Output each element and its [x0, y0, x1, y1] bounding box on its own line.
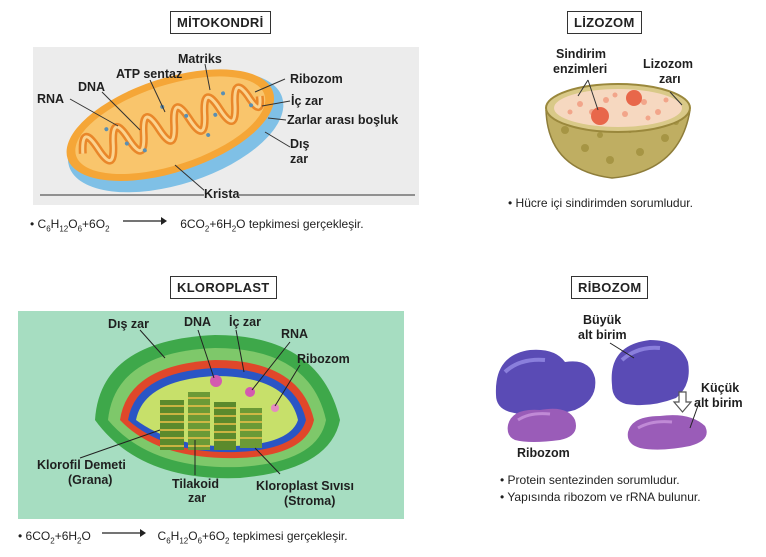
label-sindirim-1: Sindirim	[556, 47, 607, 61]
label-kloro-dis-zar: Dış zar	[108, 317, 149, 331]
label-krista: Krista	[204, 187, 240, 201]
mitochondria-title: MİTOKONDRİ	[170, 11, 271, 34]
ribosome-title-text: RİBOZOM	[578, 280, 642, 295]
mitochondria-equation: • C6H12O6+6O2 6CO2+6H2O tepkimesi gerçek…	[30, 217, 364, 233]
lysosome-title: LİZOZOM	[567, 11, 642, 34]
label-kloro-rna: RNA	[281, 327, 309, 341]
label-ribozom-assembled: Ribozom	[517, 446, 570, 460]
label-kloroplast-sivisi: Kloroplast Sıvısı	[256, 479, 354, 493]
chloroplast-title: KLOROPLAST	[170, 276, 277, 299]
label-buyuk-alt-birim-1: Büyük	[583, 313, 622, 327]
label-buyuk-alt-birim-2: alt birim	[578, 328, 627, 342]
label-zarlar-arasi: Zarlar arası boşluk	[287, 113, 399, 127]
reaction-arrow	[102, 526, 147, 537]
label-tilakoid: Tilakoid	[172, 477, 220, 491]
chloroplast-equation: • 6CO2+6H2O C6H12O6+6O2 tepkimesi gerçek…	[18, 529, 348, 545]
label-dna: DNA	[78, 80, 106, 94]
label-ribozom: Ribozom	[290, 72, 343, 86]
label-atp-sentaz: ATP sentaz	[116, 67, 183, 81]
label-grana: (Grana)	[68, 473, 113, 487]
label-dis-zar-1: Dış	[290, 137, 310, 151]
label-kucuk-alt-birim-2: alt birim	[694, 396, 743, 410]
label-kloro-dna: DNA	[184, 315, 212, 329]
label-sindirim-2: enzimleri	[553, 62, 608, 76]
mitochondria-title-text: MİTOKONDRİ	[177, 15, 264, 30]
lysosome-title-text: LİZOZOM	[574, 15, 635, 30]
label-kloro-ic-zar: İç zar	[229, 315, 261, 329]
lysosome-note: • Hücre içi sindirimden sorumludur.	[508, 196, 693, 210]
reaction-arrow	[122, 214, 167, 225]
chloroplast-title-text: KLOROPLAST	[177, 280, 270, 295]
label-lizozom-zari-1: Lizozom	[643, 57, 693, 71]
label-ic-zar: İç zar	[291, 94, 323, 108]
label-rna: RNA	[37, 92, 65, 106]
label-lizozom-zari-2: zarı	[659, 72, 681, 86]
label-klorofil-demeti: Klorofil Demeti	[37, 458, 126, 472]
label-stroma: (Stroma)	[284, 494, 336, 508]
ribosome-title: RİBOZOM	[571, 276, 649, 299]
label-matriks: Matriks	[178, 52, 222, 66]
label-dis-zar-2: zar	[290, 152, 309, 166]
ribosome-note-1: • Protein sentezinden sorumludur.	[500, 473, 680, 487]
ribosome-note-2: • Yapısında ribozom ve rRNA bulunur.	[500, 490, 701, 504]
label-tilakoid-zar: zar	[188, 491, 207, 505]
label-kucuk-alt-birim-1: Küçük	[701, 381, 740, 395]
label-kloro-ribozom: Ribozom	[297, 352, 350, 366]
